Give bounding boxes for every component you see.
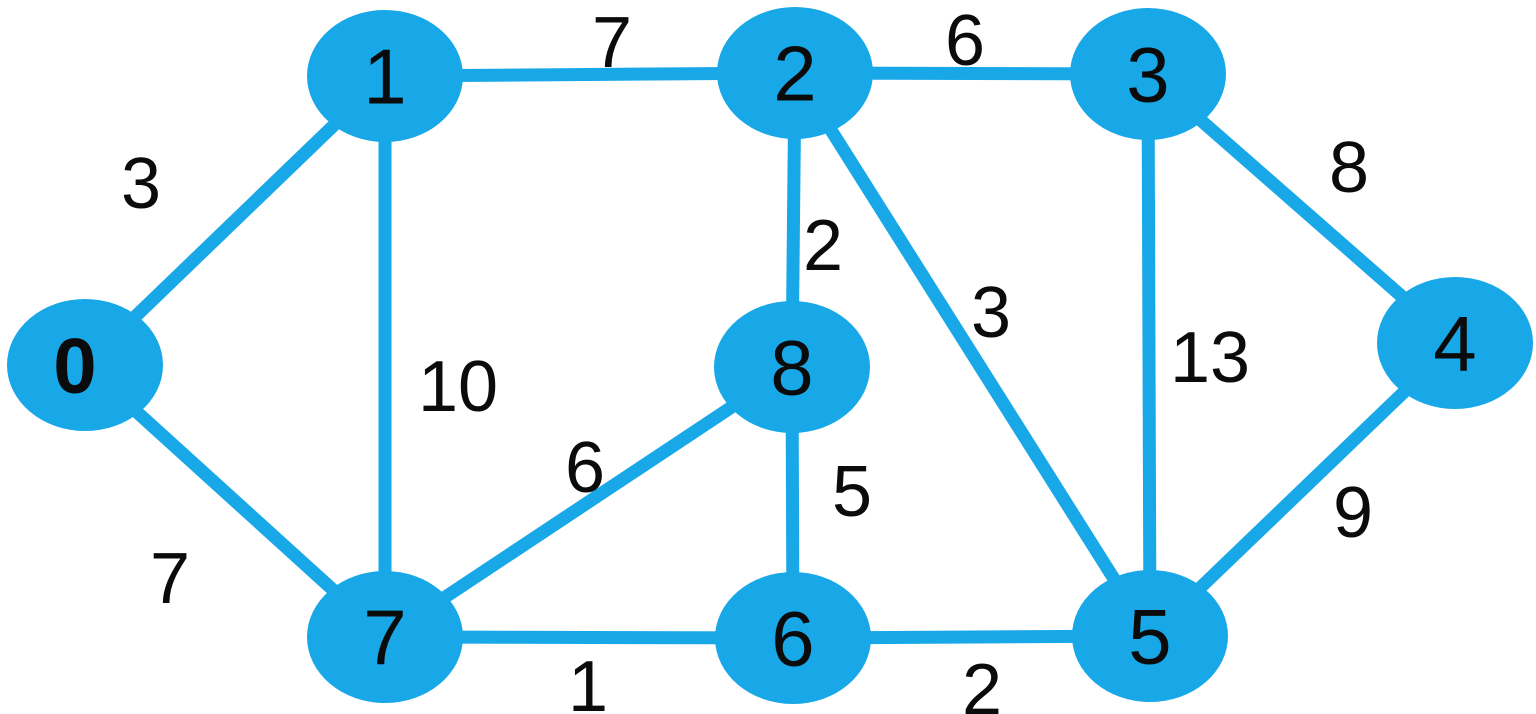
edge-weight-7-8: 6 bbox=[565, 428, 605, 508]
edge-weight-6-8: 5 bbox=[832, 452, 872, 532]
edge-weight-2-3: 6 bbox=[945, 1, 985, 81]
edge-7-8 bbox=[381, 361, 796, 643]
node-circle-2 bbox=[717, 7, 873, 139]
graph-node-7: 7 bbox=[307, 571, 463, 703]
node-label-2: 2 bbox=[773, 29, 816, 117]
edge-weight-6-7: 1 bbox=[568, 647, 608, 714]
node-label-6: 6 bbox=[771, 594, 814, 682]
edge-weight-1-7: 10 bbox=[418, 347, 498, 427]
edge-2-5 bbox=[789, 69, 1156, 640]
graph-node-3: 3 bbox=[1070, 8, 1226, 140]
edge-3-5 bbox=[1141, 73, 1157, 637]
node-circle-4 bbox=[1377, 277, 1533, 409]
node-label-5: 5 bbox=[1128, 592, 1171, 680]
node-label-0: 0 bbox=[53, 321, 96, 409]
node-circle-6 bbox=[715, 572, 871, 704]
node-circle-5 bbox=[1072, 570, 1228, 702]
edge-weight-0-1: 3 bbox=[121, 144, 161, 224]
graph-node-5: 5 bbox=[1072, 570, 1228, 702]
edge-weight-0-7: 7 bbox=[150, 539, 190, 619]
node-circle-1 bbox=[307, 10, 463, 142]
graph-node-2: 2 bbox=[717, 7, 873, 139]
graph-node-6: 6 bbox=[715, 572, 871, 704]
edge-weight-1-2: 7 bbox=[592, 3, 632, 83]
edge-weight-3-4: 8 bbox=[1329, 128, 1369, 208]
edge-weight-3-5: 13 bbox=[1170, 318, 1250, 398]
node-circle-7 bbox=[307, 571, 463, 703]
graph-node-4: 4 bbox=[1377, 277, 1533, 409]
node-label-8: 8 bbox=[770, 323, 813, 411]
graph-node-0: 0 bbox=[7, 299, 163, 431]
node-label-7: 7 bbox=[363, 593, 406, 681]
node-circle-0 bbox=[7, 299, 163, 431]
edge-weight-4-5: 9 bbox=[1333, 473, 1373, 553]
edge-weight-2-8: 2 bbox=[803, 206, 843, 286]
node-label-3: 3 bbox=[1126, 30, 1169, 118]
node-circle-8 bbox=[714, 301, 870, 433]
graph-node-8: 8 bbox=[714, 301, 870, 433]
edge-weight-2-5: 3 bbox=[971, 273, 1011, 353]
graph-node-1: 1 bbox=[307, 10, 463, 142]
node-label-1: 1 bbox=[363, 32, 406, 120]
edge-weight-5-6: 2 bbox=[962, 650, 1002, 714]
node-label-4: 4 bbox=[1433, 299, 1476, 387]
node-circle-3 bbox=[1070, 8, 1226, 140]
